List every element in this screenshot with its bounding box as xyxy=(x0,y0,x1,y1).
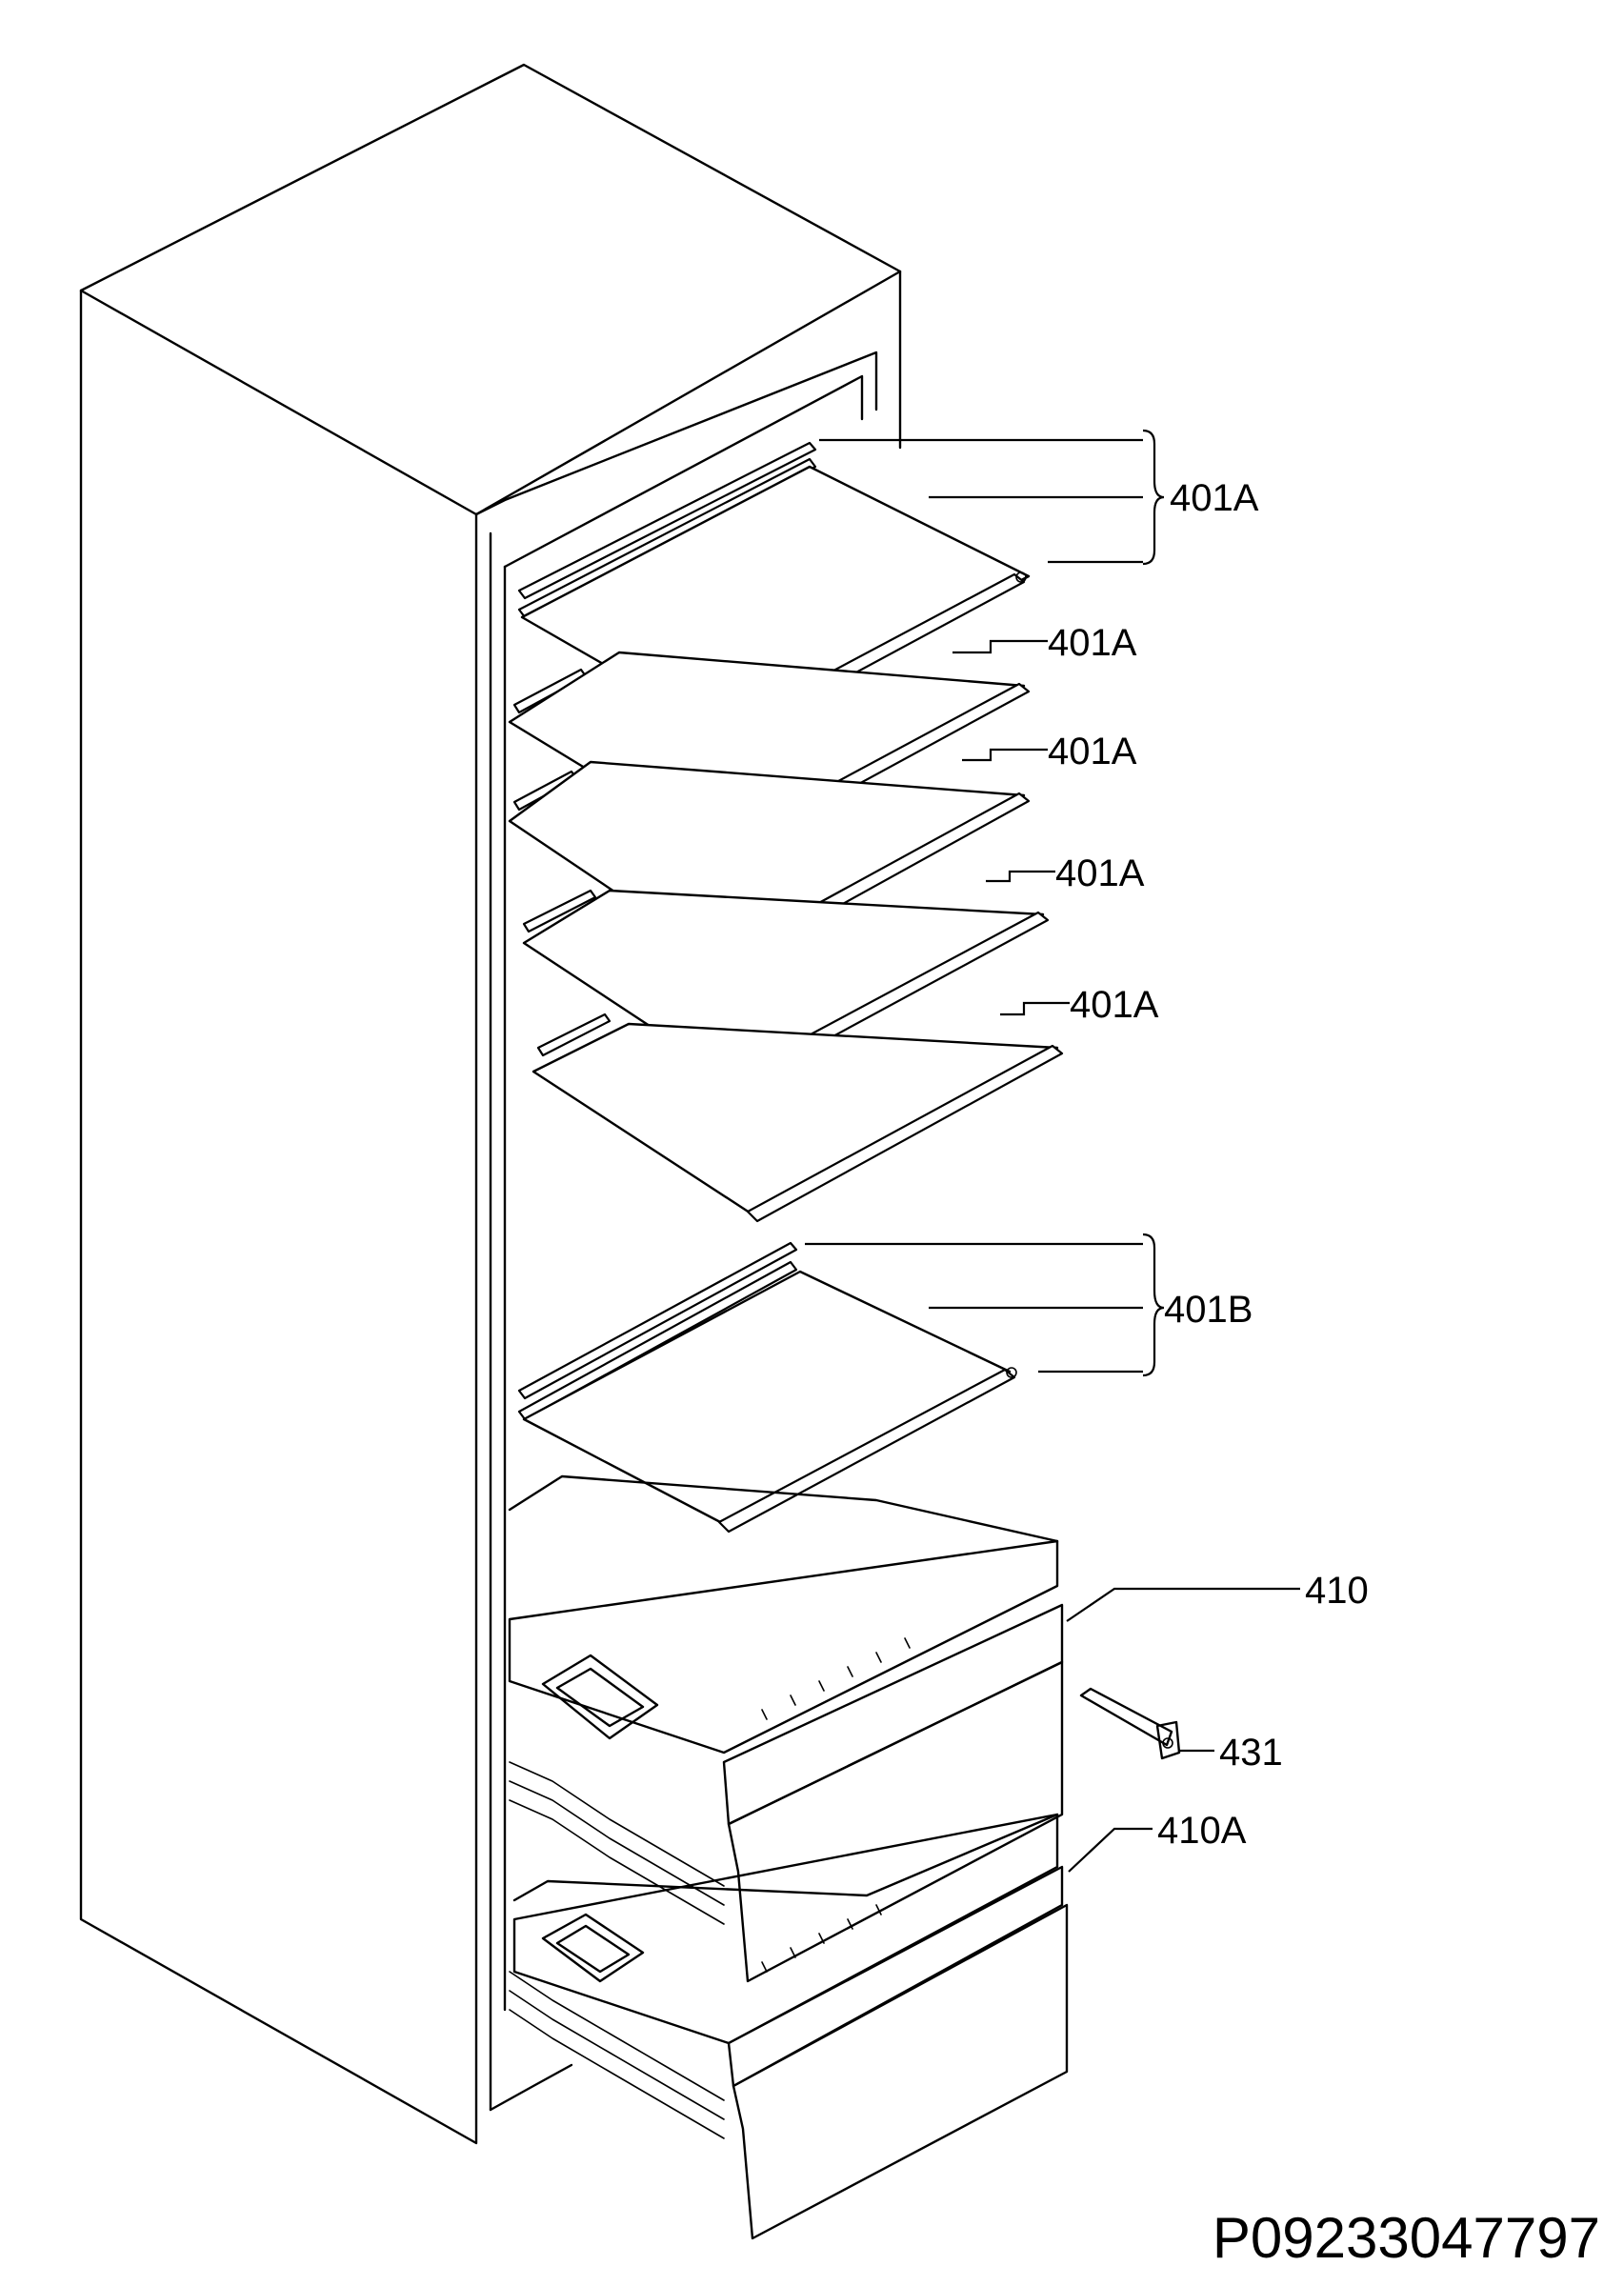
drawer-410-upper xyxy=(508,1474,1064,1983)
label-401a-3: 401A xyxy=(1048,731,1137,772)
label-410a: 410A xyxy=(1157,1810,1247,1852)
cabinet-body xyxy=(79,63,902,2145)
callout-401a-2: 401A xyxy=(952,622,1137,664)
drawing-reference-code: P09233047797 xyxy=(1213,2206,1600,2270)
shelf-401b-set xyxy=(517,1241,1017,1534)
callout-401a-top: 401A xyxy=(819,429,1259,566)
label-401a-5: 401A xyxy=(1070,984,1159,1026)
callout-401a-3: 401A xyxy=(962,731,1137,772)
label-431: 431 xyxy=(1219,1732,1283,1774)
label-401a-4: 401A xyxy=(1055,852,1145,894)
callout-401b: 401B xyxy=(805,1233,1253,1377)
drawer-410a-lower xyxy=(509,1813,1069,2240)
label-410: 410 xyxy=(1305,1570,1369,1612)
callout-410a: 410A xyxy=(1068,1810,1247,1873)
label-401b: 401B xyxy=(1164,1289,1253,1331)
shelf-401a-5 xyxy=(531,1013,1064,1223)
callout-401a-4: 401A xyxy=(986,852,1145,894)
drawer-rail-431 xyxy=(1079,1687,1181,1760)
label-401a-2: 401A xyxy=(1048,622,1137,664)
label-401a-top: 401A xyxy=(1170,477,1259,519)
callout-431: 431 xyxy=(1179,1732,1283,1774)
callout-401a-5: 401A xyxy=(1000,984,1159,1026)
callout-410: 410 xyxy=(1066,1570,1369,1622)
